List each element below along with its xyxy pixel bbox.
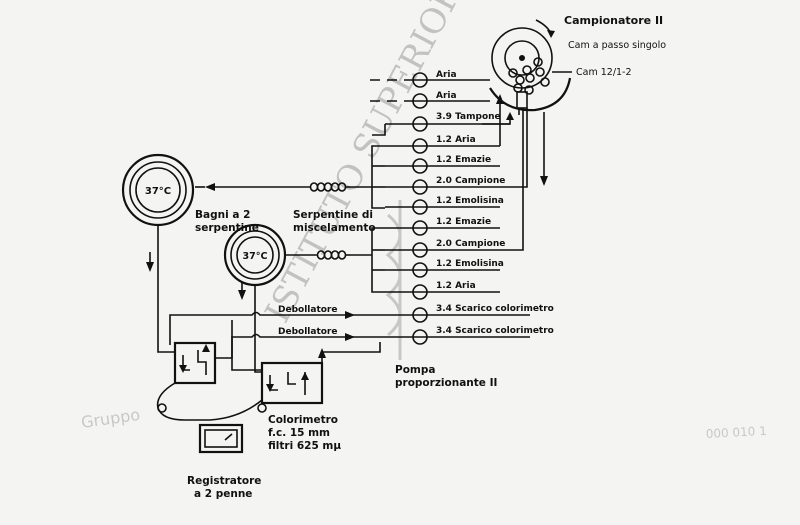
faint-mark-handwriting: Gruppo bbox=[80, 405, 141, 432]
pump-line-label: 1.2 Emolisina bbox=[436, 259, 504, 269]
pump-line-label: 3.9 Tampone bbox=[436, 112, 501, 122]
coil-icon bbox=[316, 250, 347, 260]
pump-tube-icon bbox=[412, 116, 428, 132]
bath-1-temp: 37°C bbox=[145, 186, 171, 197]
recorder bbox=[198, 423, 244, 454]
up-arrow-icon bbox=[496, 94, 504, 104]
mixing-coils-label-2: miscelamento bbox=[293, 222, 376, 234]
pump-tube-icon bbox=[412, 199, 428, 215]
tampone-arrow-icon bbox=[506, 112, 514, 120]
up-arrow-icon bbox=[318, 348, 326, 358]
bath-2-output bbox=[254, 285, 262, 373]
debubbler-line-2 bbox=[231, 333, 360, 371]
sampler-title: Campionatore II bbox=[564, 14, 663, 27]
colorimeter-label-1: Colorimetro bbox=[268, 414, 338, 426]
recorder-label-1: Registratore bbox=[187, 475, 261, 487]
left-arrow-icon bbox=[205, 183, 215, 191]
faint-mark-number: 000 010 1 bbox=[705, 424, 767, 441]
colorimeter-label-2: f.c. 15 mm bbox=[268, 427, 330, 439]
baths-label-2: serpentine bbox=[195, 222, 259, 234]
pump-line-label: Aria bbox=[436, 91, 457, 101]
debubbler-label-1: Debollatore bbox=[278, 305, 337, 315]
right-arrow-icon bbox=[345, 311, 355, 319]
sampler-flow-arrow-icon bbox=[540, 176, 548, 186]
manifolds bbox=[350, 124, 386, 293]
pump-tube-icon bbox=[412, 138, 428, 154]
pump-lines: Aria Aria 3.9 Tampone 1.2 Aria 1.2 Emazi… bbox=[360, 70, 554, 345]
flowcell-1 bbox=[173, 341, 217, 385]
bath-1: 37°C bbox=[121, 153, 195, 227]
sample-line-2 bbox=[482, 108, 524, 251]
mixing-coils-label-1: Serpentine di bbox=[293, 209, 373, 221]
flowcell-2 bbox=[260, 361, 324, 405]
down-arrow-icon bbox=[146, 262, 154, 272]
pump-tube-icon bbox=[412, 72, 428, 88]
pump-tube-icon bbox=[412, 329, 428, 345]
pump-line-label: 1.2 Emazie bbox=[436, 217, 491, 227]
debubbler-lines: Debollatore Debollatore bbox=[169, 305, 381, 371]
pump-line-label: 1.2 Aria bbox=[436, 135, 476, 145]
recorder-cable bbox=[156, 382, 263, 421]
sampler-hub bbox=[519, 55, 525, 61]
debubbler-label-2: Debollatore bbox=[278, 327, 337, 337]
bath-2-temp: 37°C bbox=[243, 251, 268, 262]
pump-line-label: 1.2 Emazie bbox=[436, 155, 491, 165]
watermark-caduceus-icon bbox=[385, 200, 402, 360]
sampler-probe bbox=[516, 91, 528, 109]
pump-tube-icon bbox=[412, 262, 428, 278]
recorder-label-2: a 2 penne bbox=[194, 488, 252, 500]
pump-line-label: 3.4 Scarico colorimetro bbox=[436, 326, 554, 336]
pump-label-2: proporzionante II bbox=[395, 377, 497, 389]
pump-tube-icon bbox=[412, 93, 428, 109]
pump-tube-icon bbox=[412, 220, 428, 236]
manifold-1 bbox=[371, 145, 385, 209]
manifold-2 bbox=[371, 227, 385, 293]
baths-label-1: Bagni a 2 bbox=[195, 209, 250, 221]
mixing-coil-2 bbox=[286, 250, 350, 260]
pump-line-label: 1.2 Aria bbox=[436, 281, 476, 291]
bath-1-output bbox=[157, 225, 175, 353]
pump-tube-icon bbox=[412, 284, 428, 300]
pump-tube-icon bbox=[412, 158, 428, 174]
mixing-coil-1 bbox=[195, 182, 350, 192]
sampler-subtitle: Cam a passo singolo bbox=[568, 40, 666, 51]
sampler: Campionatore II Cam a passo singolo Cam … bbox=[482, 14, 666, 251]
pump-line-label: 2.0 Campione bbox=[436, 239, 505, 249]
bath-2: 37°C bbox=[223, 223, 287, 287]
pump-tube-icon bbox=[412, 242, 428, 258]
recorder-box bbox=[198, 423, 244, 454]
pump-label-1: Pompa bbox=[395, 364, 435, 376]
recorder-pen-icon bbox=[224, 433, 233, 441]
debubbler-line-1 bbox=[169, 311, 360, 345]
pump-tube-icon bbox=[412, 307, 428, 323]
sample-cups-icon bbox=[508, 57, 550, 95]
colorimeter-label-3: filtri 625 mμ bbox=[268, 440, 341, 452]
pump-line-label: Aria bbox=[436, 70, 457, 80]
sampler-cam-label: Cam 12/1-2 bbox=[576, 67, 632, 78]
sample-line-1 bbox=[482, 108, 528, 188]
pump-line-label: 2.0 Campione bbox=[436, 176, 505, 186]
right-arrow-icon bbox=[345, 333, 355, 341]
pump-line-label: 1.2 Emolisina bbox=[436, 196, 504, 206]
pump-line-label: 3.4 Scarico colorimetro bbox=[436, 304, 554, 314]
coil-icon bbox=[309, 182, 347, 192]
pump-tube-icon bbox=[412, 179, 428, 195]
down-arrow-icon bbox=[238, 290, 246, 300]
